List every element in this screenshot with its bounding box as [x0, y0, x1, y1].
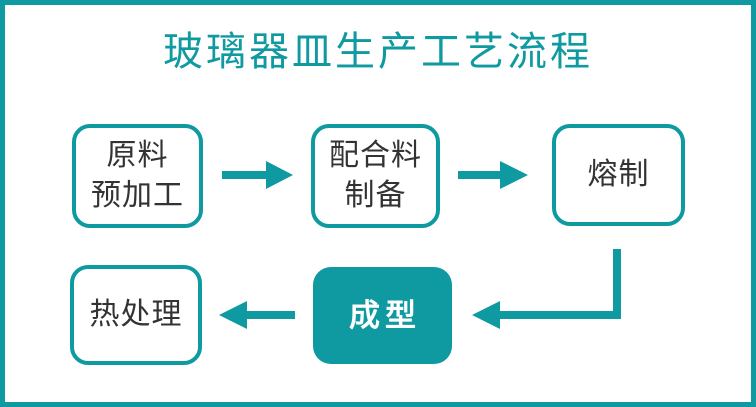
node-label: 熔制: [587, 157, 650, 191]
node-melting: 熔制: [552, 124, 685, 226]
arrow-elbow-down-left-icon: [472, 249, 621, 329]
node-label: 成型: [349, 297, 421, 333]
node-label: 热处理: [89, 297, 183, 331]
arrow-left-icon: [219, 301, 295, 329]
diagram-title: 玻璃器皿生产工艺流程: [163, 30, 593, 74]
arrow-right-2-icon: [458, 161, 528, 189]
node-label: 配合料 制备: [329, 138, 422, 213]
arrow-right-1-icon: [222, 161, 293, 189]
node-label: 原料 预加工: [91, 138, 184, 213]
node-forming: 成型: [313, 267, 452, 364]
node-heat-treatment: 热处理: [70, 265, 202, 365]
node-raw-material-pretreatment: 原料 预加工: [72, 124, 203, 228]
node-batch-preparation: 配合料 制备: [311, 124, 440, 228]
